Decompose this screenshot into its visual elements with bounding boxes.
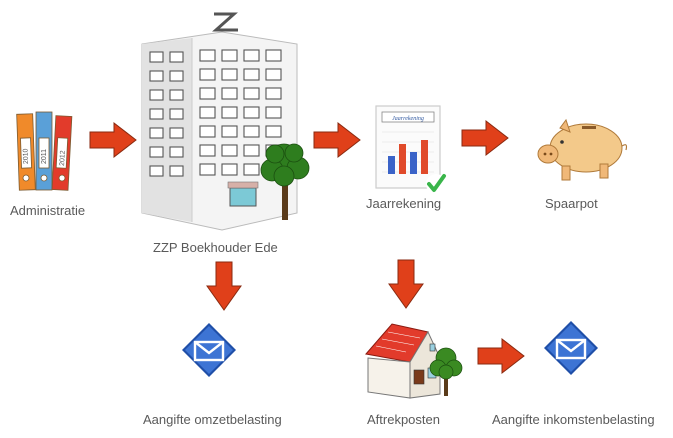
building-window [221, 144, 238, 157]
building-window [243, 49, 260, 62]
building-window [199, 106, 216, 119]
building-window [169, 70, 184, 82]
jaarrekening-label: Jaarrekening [366, 196, 442, 211]
building-window [221, 49, 238, 62]
spaarpot-label: Spaarpot [545, 196, 598, 211]
piggy-bank-icon [537, 118, 628, 181]
arrow-right-4 [477, 337, 525, 375]
office-building-icon [141, 12, 310, 231]
omzetbelasting-label: Aangifte omzetbelasting [143, 412, 282, 427]
building-window [199, 49, 216, 62]
building-window [149, 70, 164, 82]
building-window [221, 87, 238, 100]
building-window [149, 165, 164, 177]
building-window [243, 68, 260, 81]
building-window [221, 106, 238, 119]
building-window [149, 51, 164, 63]
aftrekposten-label: Aftrekposten [367, 412, 440, 427]
building-window [169, 127, 184, 139]
binder-year-1: 2010 [22, 148, 30, 164]
building-window [199, 87, 216, 100]
binder-year-3: 2012 [59, 150, 67, 166]
doc-title: Jaarrekening [392, 116, 424, 122]
house-icon [365, 323, 463, 399]
building-window [199, 68, 216, 81]
building-window [199, 125, 216, 138]
building-window [199, 144, 216, 157]
building-window [243, 87, 260, 100]
arrow-right-1 [89, 121, 137, 159]
building-window [149, 146, 164, 158]
email-envelope-icon-2 [544, 321, 598, 375]
building-window [169, 165, 184, 177]
building-window [169, 51, 184, 63]
binder-year-2: 2011 [41, 149, 48, 164]
building-window [243, 125, 260, 138]
building-window [199, 163, 216, 176]
inkomstenbelasting-label: Aangifte inkomstenbelasting [492, 412, 655, 427]
arrow-right-2 [313, 121, 361, 159]
arrow-down-1 [206, 261, 242, 311]
building-window [149, 89, 164, 101]
building-window [149, 127, 164, 139]
boekhouder-label: ZZP Boekhouder Ede [153, 240, 278, 255]
binders-icon: 2010 2011 2012 [16, 111, 73, 191]
building-window [265, 49, 282, 62]
administratie-label: Administratie [10, 203, 86, 218]
building-window [169, 89, 184, 101]
building-window [243, 106, 260, 119]
arrow-right-3 [461, 119, 509, 157]
arrow-down-2 [388, 259, 424, 309]
building-window [221, 125, 238, 138]
annual-report-icon: Jaarrekening [375, 105, 446, 194]
building-window [265, 87, 282, 100]
email-envelope-icon [182, 323, 236, 377]
building-window [169, 108, 184, 120]
building-window [243, 163, 260, 176]
building-window [265, 125, 282, 138]
building-window [169, 146, 184, 158]
building-window [243, 144, 260, 157]
building-window [149, 108, 164, 120]
building-window [265, 68, 282, 81]
building-window [221, 68, 238, 81]
building-window [221, 163, 238, 176]
building-window [265, 106, 282, 119]
